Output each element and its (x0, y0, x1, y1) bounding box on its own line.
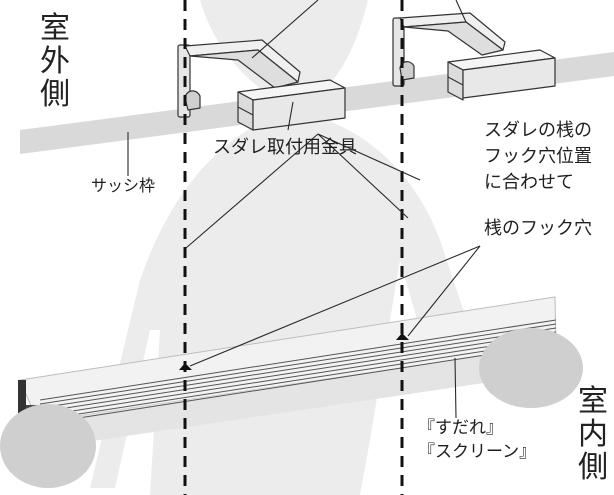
hook-hole-right (396, 333, 409, 340)
leader-lines (127, 0, 481, 419)
hook-hole-label: 桟のフック穴 (484, 218, 592, 239)
product-type-sudare: 『すだれ』 (418, 418, 503, 438)
align-note-line-1: スダレの桟の (484, 120, 592, 141)
align-note-line-2: フック穴位置 (484, 146, 592, 167)
sash-frame-label: サッシ枠 (91, 176, 156, 195)
alignment-lines (183, 0, 404, 495)
bracket-label: スダレ取付用金具 (213, 137, 357, 158)
blind-body (18, 296, 558, 448)
hook-hole-left (179, 363, 192, 370)
product-type-screen: 『スクリーン』 (418, 442, 537, 462)
bracket-right (392, 12, 556, 101)
end-cap-left (0, 404, 96, 488)
end-cap-right (479, 328, 583, 408)
outdoor-side-label: 室 外 側 (40, 11, 70, 112)
indoor-side-label: 室 内 側 (578, 384, 608, 485)
align-note-line-3: に合わせて (484, 172, 574, 193)
